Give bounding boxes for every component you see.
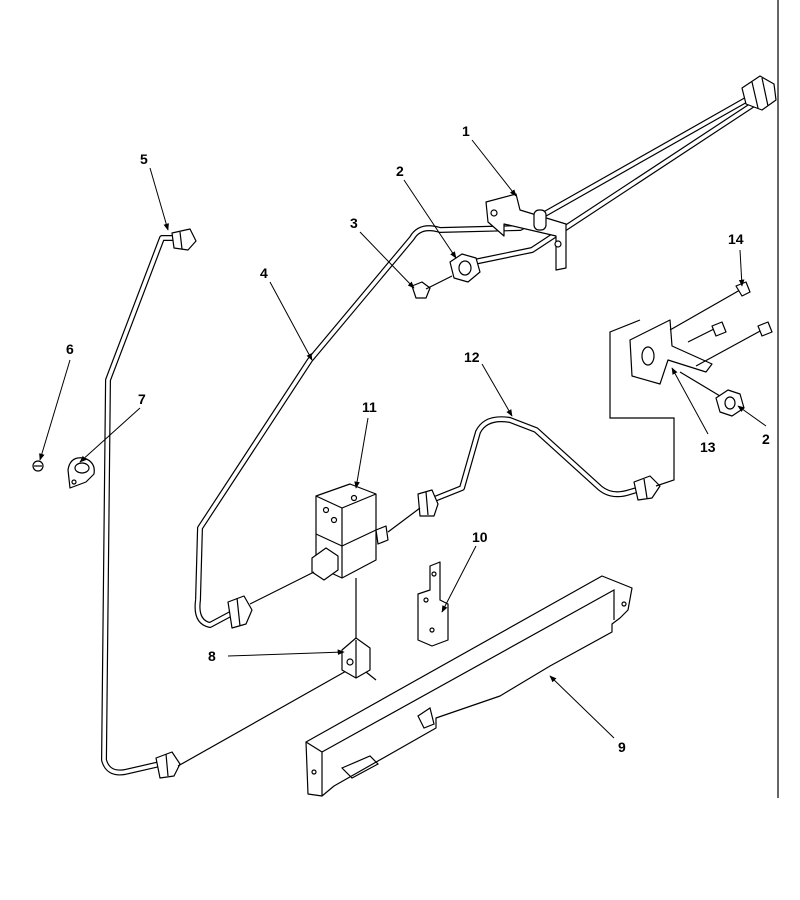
clip-7 [67,457,95,489]
callout-8-line [227,649,345,657]
thermocouple-line [177,669,349,767]
callout-8: 8 [208,648,216,664]
callout-3-line [359,231,415,289]
tube-5 [101,228,197,779]
tube-12-right-fitting [633,475,661,501]
callout-2b: 2 [762,431,770,447]
tube-5-bottom-nut [155,751,181,779]
pilot-8 [341,637,377,681]
screw-6 [32,460,44,472]
bracket-1 [485,193,567,271]
callout-12: 12 [464,349,480,365]
callout-2b-line [737,405,767,427]
callout-7: 7 [138,391,146,407]
bracket-13-screws [669,281,773,397]
tube-5-top-nut [171,228,197,251]
nut-2-upper [449,253,481,283]
tube-4-fitting [227,595,253,629]
callout-5: 5 [140,151,148,167]
callout-14-line [738,249,745,287]
bracket-10 [417,561,449,647]
callout-11-line [354,417,369,489]
callout-1: 1 [462,123,470,139]
panel-9 [305,575,633,797]
orifice-3 [411,275,453,299]
callout-13-line [671,367,709,435]
callout-2a: 2 [396,163,404,179]
nut-2-right [715,389,745,417]
tube-12 [417,416,661,517]
callout-6: 6 [66,341,74,357]
callout-11: 11 [362,399,377,415]
tube-12-left-fitting [417,489,439,517]
callout-6-line [39,359,71,461]
callout-3: 3 [350,215,358,231]
valve-11 [249,483,421,646]
callout-2a-line [403,179,457,259]
callout-7-line [79,407,141,463]
bracket-13 [629,319,713,385]
callout-10: 10 [472,529,488,545]
callout-13: 13 [700,439,716,455]
callout-12-line [481,363,513,417]
callout-9: 9 [618,739,626,755]
tube-12-leader [609,319,675,487]
callout-1-line [471,139,517,197]
callout-5-line [149,167,169,231]
top-right-nut [741,75,777,111]
callout-10-line [441,545,477,613]
callout-9-line [549,675,615,739]
callout-4-line [269,281,313,361]
callout-14: 14 [728,231,744,247]
callout-4: 4 [260,265,268,281]
